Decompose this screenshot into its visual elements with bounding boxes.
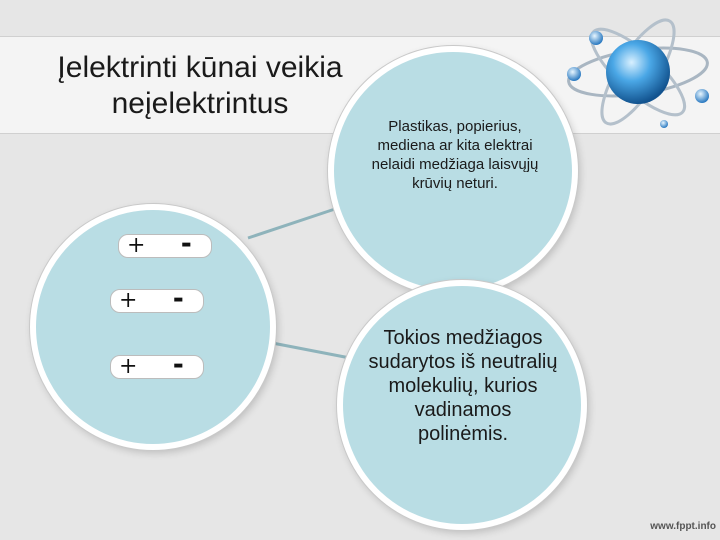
watermark: www.fppt.info [616, 521, 716, 532]
minus-charge: - [173, 281, 184, 313]
dipole-molecule: + - [110, 355, 204, 379]
dipole-molecule: + - [110, 289, 204, 313]
atom-icon [560, 8, 715, 128]
top-bubble-text: Plastikas, popierius, mediena ar kita el… [360, 117, 550, 193]
plus-charge: + [127, 232, 145, 260]
plus-charge: + [119, 287, 137, 315]
plus-charge: + [119, 353, 137, 381]
bottom-bubble-text: Tokios medžiagos sudarytos iš neutralių … [368, 326, 558, 446]
minus-charge: - [173, 347, 184, 379]
dipole-molecule: + - [118, 234, 212, 258]
minus-charge: - [181, 226, 192, 258]
